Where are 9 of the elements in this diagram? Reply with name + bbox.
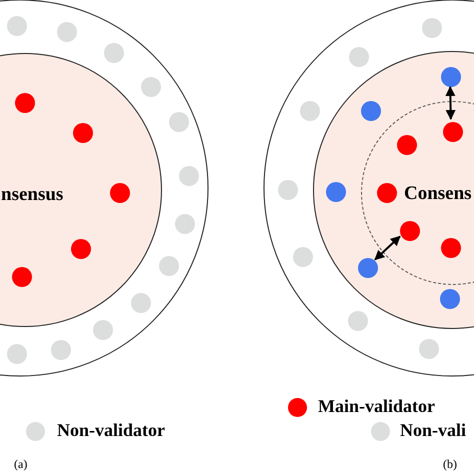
panel-label: (a)	[14, 458, 28, 470]
legend-label: Non-validator	[57, 421, 165, 439]
legend-label: Main-validator	[318, 397, 435, 415]
double-arrow	[374, 236, 401, 260]
double-arrow	[445, 86, 456, 120]
legend-label: Non-vali	[400, 421, 466, 439]
consensus-label: Consens	[404, 184, 472, 203]
consensus-label: nsensus	[1, 185, 64, 204]
panel-label: (b)	[443, 458, 457, 470]
